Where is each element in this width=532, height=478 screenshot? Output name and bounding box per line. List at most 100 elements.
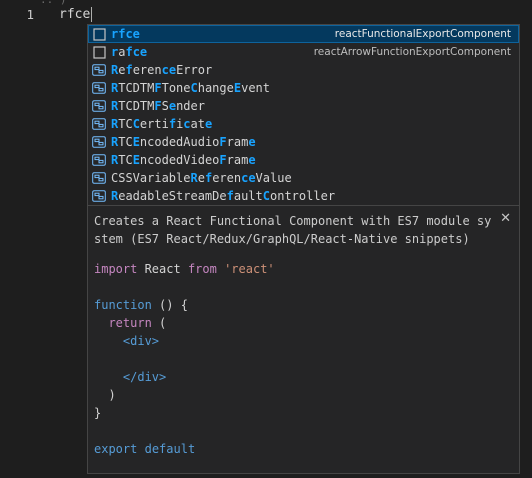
label-text: Value: [255, 171, 292, 185]
match-highlight: f: [204, 171, 213, 185]
code-line: }: [94, 404, 511, 422]
label-text: eren: [212, 171, 242, 185]
suggestion-detail: reactArrowFunctionExportComponent: [313, 46, 511, 58]
match-highlight: f: [168, 117, 177, 131]
code-token: [94, 334, 123, 348]
match-highlight: E: [132, 153, 140, 167]
match-highlight: r: [111, 45, 119, 59]
match-highlight: E: [132, 135, 140, 149]
label-text: le: [313, 189, 328, 203]
line-number: 1: [26, 7, 34, 22]
code-line: </div>: [94, 368, 511, 386]
match-highlight: f: [125, 63, 133, 77]
code-token: () {: [151, 298, 188, 312]
match-highlight: R: [111, 99, 119, 113]
code-token: }: [94, 406, 102, 420]
code-token: ): [94, 388, 116, 402]
label-text: ram: [226, 135, 249, 149]
match-highlight: F: [219, 153, 227, 167]
suggestion-item[interactable]: RTCDTMFSender: [88, 97, 519, 115]
match-highlight: ce: [161, 63, 177, 77]
class-icon: [92, 135, 106, 149]
code-line: [94, 422, 511, 440]
code-token: [217, 262, 224, 276]
suggestion-details-panel: ✕ Creates a React Functional Component w…: [88, 205, 519, 473]
match-highlight: e: [204, 117, 213, 131]
label-text: D: [212, 189, 220, 203]
suggestion-detail: reactFunctionalExportComponent: [334, 28, 511, 40]
code-line: export default: [94, 440, 511, 458]
suggestion-label: RTCDTMFToneChangeEvent: [111, 81, 270, 95]
editor-line[interactable]: 1 rfce: [0, 5, 532, 24]
suggestion-item[interactable]: CSSVariableReferenceValue: [88, 169, 519, 187]
suggestion-label: RTCCertificate: [111, 117, 212, 131]
suggestion-item[interactable]: ReferenceError: [88, 61, 519, 79]
label-text: ncodedVideo: [139, 153, 220, 167]
label-text: erti: [139, 117, 169, 131]
suggestion-item[interactable]: ReadableStreamDefaultController: [88, 187, 519, 205]
code-line: import React from 'react': [94, 260, 511, 278]
match-highlight: F: [219, 135, 227, 149]
code-token: React: [137, 262, 188, 276]
match-highlight: f: [226, 189, 234, 203]
suggestion-label: CSSVariableReferenceValue: [111, 171, 292, 185]
suggestion-item[interactable]: rafce reactArrowFunctionExportComponent: [88, 43, 519, 61]
suggestion-item[interactable]: RTCCertificate: [88, 115, 519, 133]
label-text: TC: [118, 135, 133, 149]
snippet-description: Creates a React Functional Component wit…: [94, 214, 492, 246]
close-icon[interactable]: ✕: [500, 211, 511, 226]
suggestion-label: ReadableStreamDefaultController: [111, 189, 335, 203]
code-line: ): [94, 386, 511, 404]
label-text: nder: [176, 99, 205, 113]
snippet-preview-code: import React from 'react'function () { r…: [94, 260, 511, 458]
snippet-icon: [92, 45, 106, 59]
code-line: [94, 278, 511, 296]
code-token: [94, 370, 123, 384]
code-line: [94, 350, 511, 368]
label-text: D: [132, 99, 140, 113]
label-text: a: [118, 45, 126, 59]
label-text: TC: [118, 117, 133, 131]
editor-code-text[interactable]: rfce: [59, 7, 93, 22]
match-highlight: ce: [241, 171, 256, 185]
label-text: ontrol: [270, 189, 314, 203]
code-token: import: [94, 262, 138, 276]
suggestion-item[interactable]: RTCEncodedVideoFrame: [88, 151, 519, 169]
suggestion-item[interactable]: RTCEncodedAudioFrame: [88, 133, 519, 151]
label-text: TCDTM: [118, 81, 155, 95]
label-text: Error: [176, 63, 213, 77]
match-highlight: e: [168, 99, 177, 113]
code-token: 'react': [224, 262, 275, 276]
code-token: return: [108, 316, 152, 330]
suggestion-item[interactable]: RTCDTMFToneChangeEvent: [88, 79, 519, 97]
match-highlight: fce: [125, 45, 148, 59]
previous-line-fragment: .. ): [40, 0, 67, 6]
code-line: <div>: [94, 332, 511, 350]
label-text: S: [161, 99, 169, 113]
match-highlight: C: [190, 81, 198, 95]
label-text: at: [190, 117, 205, 131]
label-text: r: [327, 189, 336, 203]
code-token: [137, 442, 144, 456]
match-highlight: R: [111, 63, 119, 77]
code-line: return (: [94, 314, 511, 332]
match-highlight: R: [190, 171, 198, 185]
label-text: TC: [118, 153, 133, 167]
suggestion-label: ReferenceError: [111, 63, 212, 77]
class-icon: [92, 171, 106, 185]
match-highlight: C: [132, 117, 140, 131]
match-highlight: c: [183, 117, 191, 131]
code-token: export: [94, 442, 138, 456]
match-highlight: e: [248, 135, 256, 149]
label-text: Tone: [161, 81, 191, 95]
match-highlight: E: [233, 81, 242, 95]
label-text: TM: [139, 99, 155, 113]
label-text: e: [118, 63, 126, 77]
label-text: eadableStream: [118, 189, 213, 203]
code-token: (: [151, 316, 167, 330]
class-icon: [92, 81, 106, 95]
suggestion-label: RTCEncodedAudioFrame: [111, 135, 256, 149]
